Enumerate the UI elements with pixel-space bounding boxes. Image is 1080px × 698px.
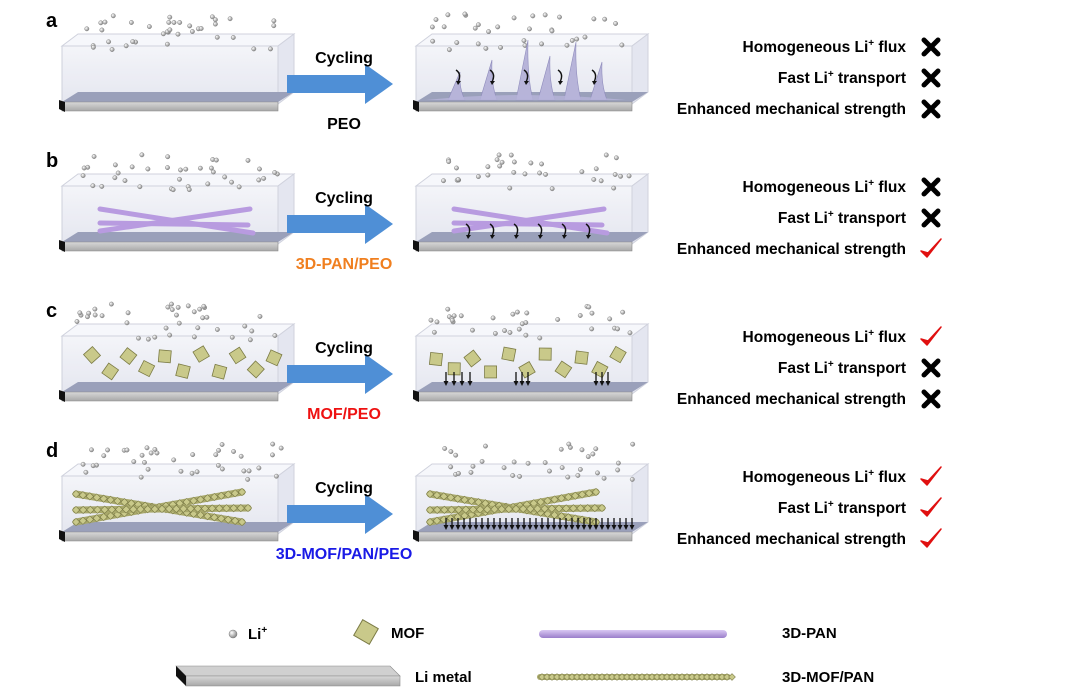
material-label: 3D-PAN/PEO bbox=[295, 256, 393, 273]
panel-letter: a bbox=[46, 10, 58, 32]
li-ion-cloud bbox=[429, 11, 625, 53]
li-ion-flux-arrows bbox=[443, 372, 473, 386]
cycling-arrow bbox=[287, 64, 393, 104]
property-label: Homogeneous Li+ flux bbox=[742, 178, 906, 197]
property-label: Homogeneous Li+ flux bbox=[742, 468, 906, 487]
cross-icon bbox=[921, 68, 941, 88]
property-label: Homogeneous Li+ flux bbox=[742, 328, 906, 347]
property-label: Enhanced mechanical strength bbox=[676, 241, 906, 259]
li-ion-cloud bbox=[441, 152, 632, 192]
cycling-arrow bbox=[287, 354, 393, 394]
cycling-arrow bbox=[287, 204, 393, 244]
li-ion-cloud bbox=[84, 13, 277, 52]
li-metal-slab bbox=[59, 522, 294, 542]
legend-pan-label: 3D-PAN bbox=[782, 625, 837, 642]
li-ion-cloud bbox=[80, 152, 280, 193]
material-label: PEO bbox=[327, 116, 361, 133]
pan-legend-icon bbox=[539, 630, 727, 638]
li-ion-cloud bbox=[428, 303, 633, 341]
panel-letter: c bbox=[46, 300, 58, 322]
material-label: MOF/PEO bbox=[307, 406, 381, 423]
li-ion-curved-arrows bbox=[455, 69, 597, 85]
cycling-label: Cycling bbox=[315, 190, 373, 207]
panel-letter: b bbox=[46, 150, 59, 172]
cross-icon bbox=[921, 358, 941, 378]
property-label: Homogeneous Li+ flux bbox=[742, 38, 906, 57]
checkmark-icon bbox=[920, 466, 942, 486]
checkmark-icon bbox=[920, 497, 942, 517]
li-ion-flux-arrows bbox=[513, 372, 531, 386]
cross-icon bbox=[921, 389, 941, 409]
cycling-label: Cycling bbox=[315, 340, 373, 357]
cross-icon bbox=[921, 208, 941, 228]
li-ion-flux-arrows bbox=[443, 518, 635, 530]
li-metal-slab bbox=[59, 232, 294, 252]
li-ion-flux-arrows bbox=[593, 372, 611, 386]
mof-pan-fiber-network bbox=[425, 487, 607, 527]
cycling-label: Cycling bbox=[315, 480, 373, 497]
cycling-arrow bbox=[287, 494, 393, 534]
li-metal-slab bbox=[59, 382, 294, 402]
li-metal-legend-icon bbox=[175, 665, 401, 687]
legend-li-metal-label: Li metal bbox=[415, 669, 472, 686]
legend-mof-pan-label: 3D-MOF/PAN bbox=[782, 669, 875, 686]
property-label: Fast Li+ transport bbox=[777, 209, 906, 228]
checkmark-icon bbox=[920, 326, 942, 346]
mof-legend-icon bbox=[353, 619, 379, 645]
li-ion-curved-arrows bbox=[465, 223, 591, 239]
material-label: 3D-MOF/PAN/PEO bbox=[275, 546, 413, 563]
pan-fiber-network bbox=[451, 206, 610, 236]
mof-pan-legend-icon bbox=[537, 673, 736, 681]
cycling-label: Cycling bbox=[315, 50, 373, 67]
li-ion-legend-icon bbox=[228, 629, 238, 639]
panel-letter: d bbox=[46, 440, 59, 462]
property-label: Fast Li+ transport bbox=[777, 499, 906, 518]
legend-li-ion-label: Li+ bbox=[248, 625, 268, 643]
cross-icon bbox=[921, 37, 941, 57]
mof-pan-fiber-network bbox=[71, 487, 253, 527]
cross-icon bbox=[921, 99, 941, 119]
lithium-dendrites bbox=[426, 39, 626, 101]
li-ion-cloud bbox=[74, 301, 278, 343]
li-metal-slab bbox=[413, 232, 648, 252]
property-label: Enhanced mechanical strength bbox=[676, 391, 906, 409]
checkmark-icon bbox=[920, 528, 942, 548]
property-label: Fast Li+ transport bbox=[777, 69, 906, 88]
li-ion-cloud bbox=[80, 441, 284, 482]
property-label: Fast Li+ transport bbox=[777, 359, 906, 378]
li-ion-cloud bbox=[442, 441, 636, 482]
mof-crystal-layer bbox=[82, 345, 283, 381]
cross-icon bbox=[921, 177, 941, 197]
checkmark-icon bbox=[920, 238, 942, 258]
mof-crystal-layer bbox=[428, 345, 627, 379]
property-label: Enhanced mechanical strength bbox=[676, 101, 906, 119]
li-metal-slab bbox=[59, 92, 294, 112]
property-label: Enhanced mechanical strength bbox=[676, 531, 906, 549]
li-metal-slab bbox=[413, 382, 648, 402]
legend-mof-label: MOF bbox=[391, 625, 425, 642]
pan-fiber-network bbox=[97, 206, 256, 236]
